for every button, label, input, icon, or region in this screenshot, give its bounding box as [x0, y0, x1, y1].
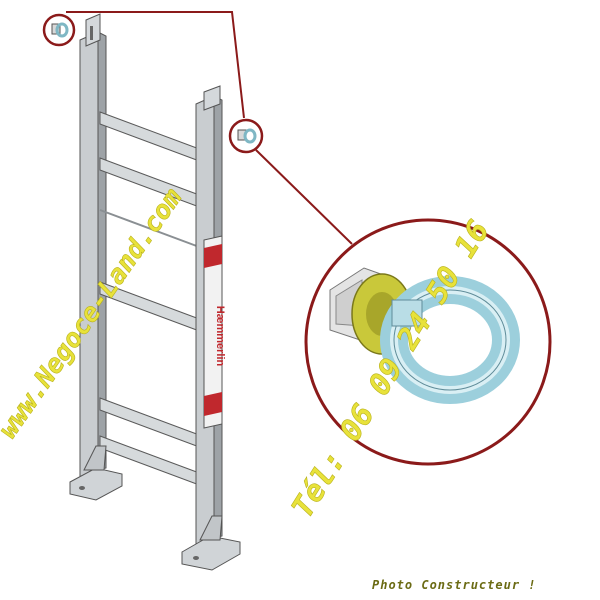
callout-leaders — [66, 11, 353, 245]
brand-band: Hæmmerlin — [203, 235, 226, 429]
brand-label: Hæmmerlin — [214, 306, 226, 367]
eye-bolt-top-right-callout — [228, 118, 264, 154]
eye-bolt-detail-callout — [304, 218, 552, 466]
eye-bolt-top-left-callout — [42, 13, 76, 47]
eye-bolt-detail-icon — [329, 267, 520, 404]
photo-credit: Photo Constructeur ! — [372, 578, 537, 592]
eye-bolt-icon — [237, 128, 257, 144]
eye-bolt-icon — [51, 22, 69, 38]
ladder-left-foot — [69, 445, 123, 501]
ladder-left-stile — [79, 13, 107, 479]
ladder-right-foot — [181, 515, 241, 571]
